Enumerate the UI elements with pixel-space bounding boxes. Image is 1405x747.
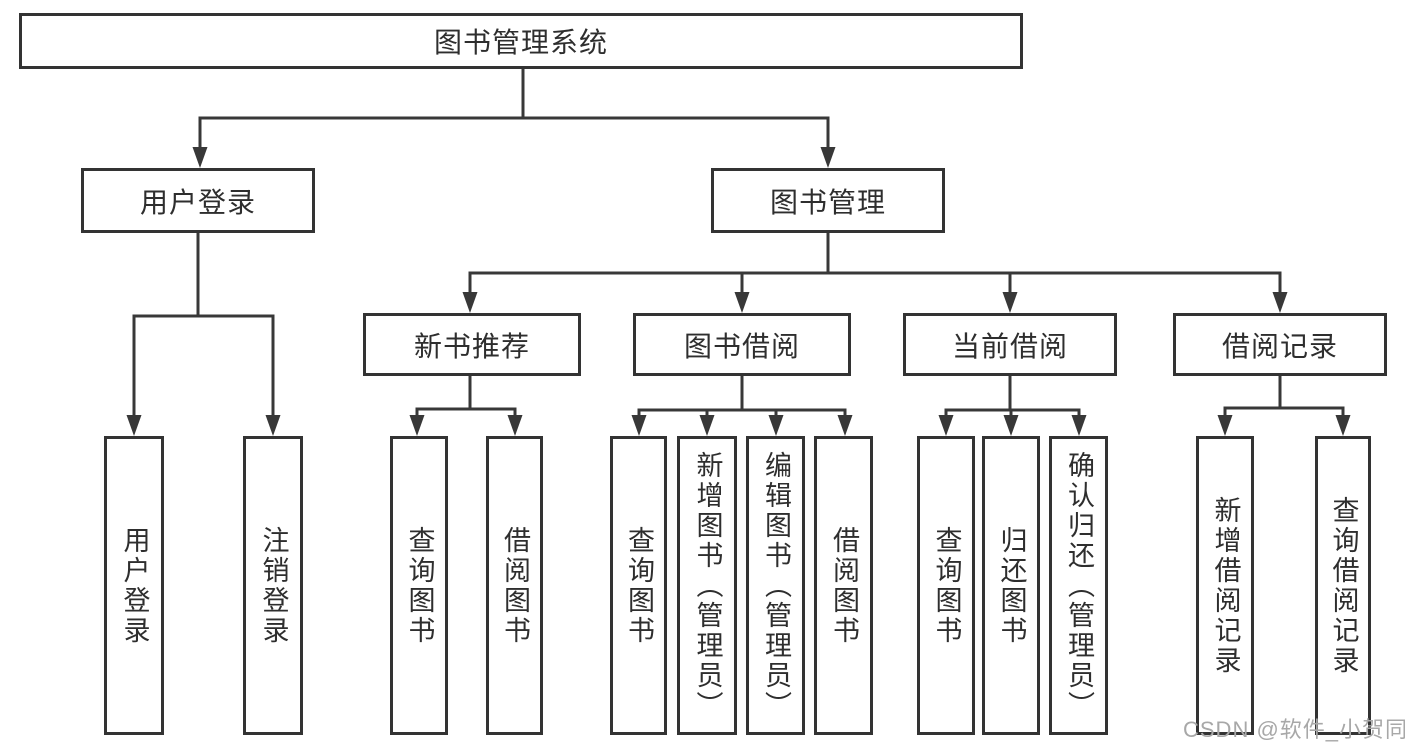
leaf-confirm-return-admin: 确认归还（管理员）	[1049, 436, 1108, 735]
node-user-login: 用户登录	[81, 168, 315, 233]
leaf-edit-book-admin: 编辑图书（管理员）	[746, 436, 805, 735]
node-book-management: 图书管理	[711, 168, 945, 233]
node-current-borrow: 当前借阅	[903, 313, 1117, 376]
leaf-query-books-recommend: 查询图书	[390, 436, 448, 735]
node-borrow-records: 借阅记录	[1173, 313, 1387, 376]
leaf-return-book: 归还图书	[982, 436, 1040, 735]
leaf-query-books-current: 查询图书	[917, 436, 975, 735]
leaf-add-book-admin: 新增图书（管理员）	[677, 436, 737, 735]
leaf-user-login: 用户登录	[104, 436, 164, 735]
leaf-borrow-books: 借阅图书	[814, 436, 873, 735]
leaf-logout-login: 注销登录	[243, 436, 303, 735]
watermark: CSDN @软件_小贺同学	[1183, 717, 1405, 742]
node-new-book-recommend: 新书推荐	[363, 313, 581, 376]
leaf-add-borrow-record: 新增借阅记录	[1196, 436, 1254, 735]
leaf-query-books-borrow: 查询图书	[610, 436, 667, 735]
leaf-query-borrow-record: 查询借阅记录	[1315, 436, 1371, 735]
node-root: 图书管理系统	[19, 13, 1023, 69]
leaf-borrow-books-recommend: 借阅图书	[486, 436, 543, 735]
node-book-borrow: 图书借阅	[633, 313, 851, 376]
